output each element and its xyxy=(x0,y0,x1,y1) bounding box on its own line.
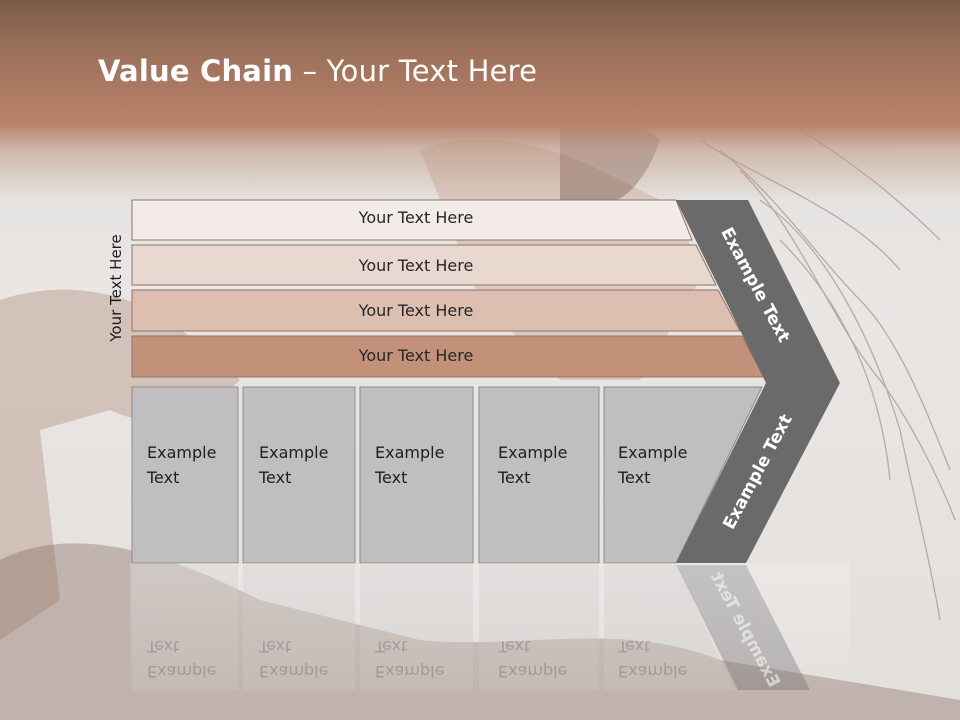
bar-2-label: Your Text Here xyxy=(358,256,474,275)
chevron-arrow[interactable] xyxy=(676,200,840,563)
bar-1[interactable] xyxy=(131,199,693,241)
slide-title: Value Chain – Your Text Here xyxy=(98,54,537,88)
column-2[interactable] xyxy=(242,386,356,564)
bar-3[interactable] xyxy=(131,289,741,332)
bar-2[interactable] xyxy=(131,244,717,286)
column-4-label: Example Text xyxy=(498,443,568,487)
header-band xyxy=(0,0,960,200)
bar-4-label: Your Text Here xyxy=(358,346,474,365)
column-2-reflection: Example Text xyxy=(259,637,329,681)
title-rest: – Your Text Here xyxy=(293,54,538,88)
column-1-label: Example Text xyxy=(147,443,217,487)
column-1-reflection: Example Text xyxy=(147,637,217,681)
column-3-label: Example Text xyxy=(375,443,445,487)
side-label: Your Text Here xyxy=(107,234,125,342)
column-1[interactable] xyxy=(131,386,239,564)
bar-3-label: Your Text Here xyxy=(358,301,474,320)
column-3[interactable] xyxy=(359,386,474,564)
column-2-label: Example Text xyxy=(259,443,329,487)
column-3-reflection: Example Text xyxy=(375,637,445,681)
column-5-label: Example Text xyxy=(618,443,688,487)
column-5-reflection: Example Text xyxy=(618,637,688,681)
title-bold: Value Chain xyxy=(98,54,294,88)
bar-1-label: Your Text Here xyxy=(358,208,474,227)
column-4-reflection: Example Text xyxy=(498,637,568,681)
